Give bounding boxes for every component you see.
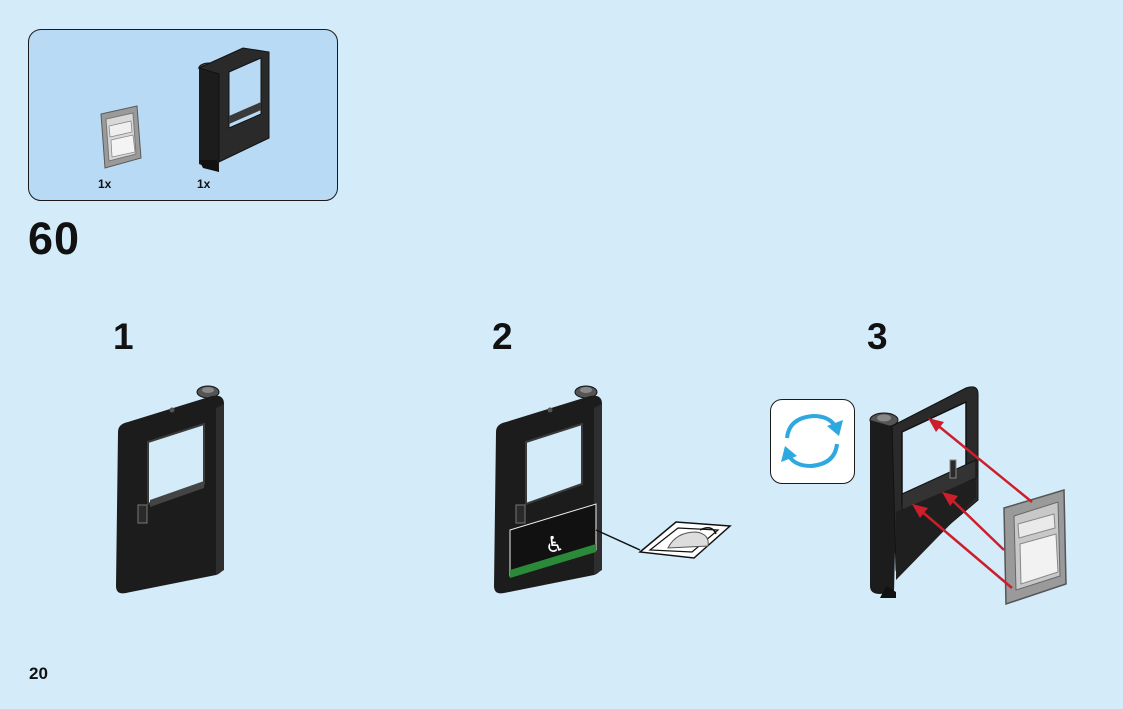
insert-arrows <box>912 418 1033 589</box>
glass-pane-illustration <box>1003 488 1067 606</box>
parts-callout: 1x 1x <box>28 29 338 201</box>
glass-pane-quantity: 1x <box>98 177 112 191</box>
door-frame-quantity: 1x <box>197 177 211 191</box>
door-frame-icon <box>197 47 270 172</box>
sticker-icon <box>638 521 732 559</box>
svg-text:♿: ♿ <box>545 533 565 558</box>
door-illustration-2: ♿ <box>494 385 641 594</box>
step-number: 60 <box>28 213 81 264</box>
glass-pane-icon <box>100 105 142 169</box>
rotate-callout <box>770 399 855 484</box>
door-illustration-1 <box>116 385 224 594</box>
page-number: 20 <box>29 664 48 683</box>
rotate-arrows-icon <box>781 413 843 469</box>
sub-step-2-label: 2 <box>492 316 513 357</box>
sub-step-3-label: 3 <box>867 316 888 357</box>
sub-step-1-label: 1 <box>113 316 134 357</box>
